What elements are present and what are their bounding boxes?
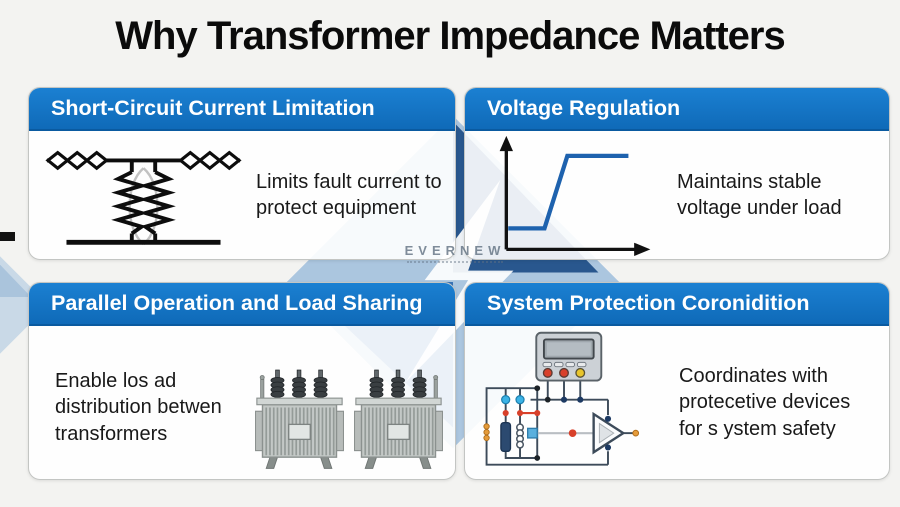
transformer-pair-icon (255, 366, 443, 479)
card-body-system-protection: Coordinates with protecetive devices for… (465, 326, 889, 479)
description-line: for s ystem safety (679, 417, 836, 440)
watermark-logo-partial (0, 256, 49, 354)
transformer-icon (354, 369, 443, 469)
page-title: Why Transformer Impedance Matters (115, 14, 785, 58)
watermark-brand-text: EVERNEW (404, 243, 506, 258)
card-description: Enable los ad distribution betwen transf… (55, 368, 222, 447)
transformer-icon (255, 369, 344, 469)
card-title-system-protection: System Protection Coronidition (465, 283, 889, 326)
description-line: protect equipment (256, 197, 417, 219)
card-description: Coordinates with protecetive devices for… (679, 363, 850, 442)
card-voltage-regulation: Voltage Regulation Maintains stable volt… (464, 87, 890, 260)
watermark-brand: EVERNEW (372, 243, 538, 263)
description-line: protecetive devices (679, 391, 851, 414)
description-line: Limits fault current to (256, 170, 442, 193)
card-description: Limits fault current to protect equipmen… (256, 169, 442, 222)
description-line: voltage under load (677, 197, 842, 219)
description-line: distribution betwen (55, 396, 222, 419)
card-body-parallel-operation: Enable los ad distribution betwen transf… (29, 326, 455, 479)
card-body-short-circuit: Limits fault current to protect equipmen… (29, 131, 455, 259)
voltage-curve-icon (499, 135, 651, 257)
card-description: Maintains stable voltage under load (677, 169, 842, 222)
card-parallel-operation: Parallel Operation and Load Sharing Enab… (28, 282, 456, 480)
card-title-voltage-regulation: Voltage Regulation (465, 88, 889, 131)
protection-circuit-icon (483, 331, 640, 466)
card-title-short-circuit: Short-Circuit Current Limitation (29, 88, 455, 131)
description-line: Coordinates with (679, 364, 828, 387)
card-body-voltage-regulation: Maintains stable voltage under load (465, 131, 889, 259)
impedance-circuit-icon (45, 150, 242, 245)
description-line: Maintains stable (677, 170, 822, 193)
watermark-subline (407, 261, 503, 263)
description-line: Enable los ad (55, 369, 177, 392)
card-short-circuit: Short-Circuit Current Limitation Limits … (28, 87, 456, 260)
card-system-protection: System Protection Coronidition (464, 282, 890, 480)
description-line: transformers (55, 422, 168, 445)
edge-artifact (0, 232, 15, 241)
card-title-parallel-operation: Parallel Operation and Load Sharing (29, 283, 455, 326)
